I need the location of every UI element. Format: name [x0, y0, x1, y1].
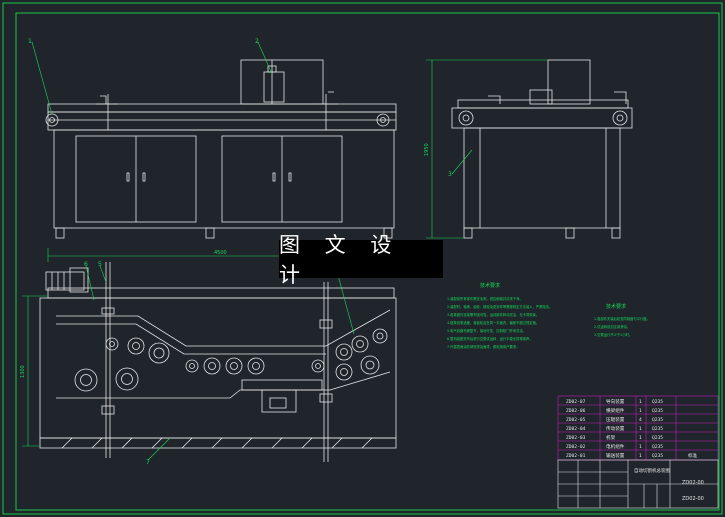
title-block-scale-code: ZD02-00 — [682, 480, 704, 486]
bom-qty-6: 1 — [639, 444, 642, 450]
bom-remark-7: 标准 — [688, 452, 698, 459]
dim-text-depth: 1300 — [20, 365, 26, 378]
inner-frame — [15, 12, 720, 511]
dim-text-width: 4500 — [214, 250, 227, 256]
bom-mat-5: Q235 — [652, 435, 663, 441]
bom-name-7: 输送装置 — [606, 452, 625, 459]
bom-code-6: ZD02-02 — [566, 444, 586, 450]
notes-left-line-6: 6.整机装配完毕后进行空载试运转，运行平稳无异常噪声。 — [447, 336, 533, 341]
bom-name-6: 电机组件 — [606, 443, 625, 450]
callout-5: 5 — [98, 261, 102, 268]
notes-left-line-5: 5.电气线路布置整齐，接地可靠，控制柜门开闭灵活。 — [447, 328, 526, 333]
notes-left-line-7: 7.外露表面涂防锈底漆及面漆，颜色按用户要求。 — [447, 344, 519, 349]
front-right-roller — [376, 113, 390, 127]
notes-right-title: 技术要求 — [606, 303, 626, 310]
bom-qty-1: 1 — [639, 399, 642, 405]
notes-left-line-4: 4.链条张紧适度，各链轮应在同一平面内，偏差不超过规定值。 — [447, 320, 539, 325]
bom-code-5: ZD02-03 — [566, 435, 586, 441]
bom-mat-6: Q235 — [652, 444, 663, 450]
bom-name-1: 导向装置 — [606, 398, 625, 405]
leader-7 — [147, 437, 171, 461]
front-view — [45, 59, 397, 239]
front-leg-left — [55, 227, 65, 239]
leader-2 — [257, 41, 273, 75]
bom-mat-1: Q235 — [652, 399, 663, 405]
side-head-housing — [547, 59, 591, 105]
bom-name-5: 机架 — [606, 434, 616, 441]
title-block-drawing-title: 自动切割机总装图 — [634, 467, 670, 474]
side-roller-left — [458, 110, 474, 126]
bom-name-3: 压辊装置 — [606, 416, 625, 423]
notes-left-line-1: 1.装配前所有零件需去毛刺，锐边倒钝并清洗干净。 — [447, 296, 523, 301]
plan-view — [39, 262, 397, 462]
notes-right-line-2: 2.试运转前加注润滑油。 — [594, 324, 630, 329]
tech-notes: 技术要求 1.装配前所有零件需去毛刺，锐边倒钝并清洗干净。 2.装配时，轴承、齿… — [447, 282, 650, 349]
plan-guide-lower — [56, 371, 391, 399]
bom-qty-7: 1 — [639, 453, 642, 459]
bom-mat-7: Q235 — [652, 453, 663, 459]
bom-qty-5: 1 — [639, 435, 642, 441]
side-cabinet — [463, 127, 621, 229]
front-cabinet — [53, 129, 395, 229]
bom-code-4: ZD02-04 — [566, 426, 586, 432]
leader-3 — [451, 149, 473, 175]
bom-mat-2: Q235 — [652, 408, 663, 414]
bom-qty-4: 1 — [639, 426, 642, 432]
bom-mat-3: Q235 — [652, 417, 663, 423]
bom-code-1: ZD02-07 — [566, 399, 586, 405]
plan-roller — [148, 342, 170, 364]
plan-bottom-rail — [39, 437, 397, 449]
notes-right-line-1: 1.各部件安装后检查同轴度与平行度。 — [594, 316, 650, 321]
title-block — [557, 459, 719, 509]
bom-mat-4: Q235 — [652, 426, 663, 432]
leader-6 — [85, 265, 95, 301]
plan-motor — [45, 271, 85, 291]
side-view — [451, 59, 633, 239]
callout-1: 1 — [28, 38, 32, 45]
notes-left-title: 技术要求 — [480, 282, 500, 289]
bom-qty-3: 4 — [639, 417, 642, 423]
title-block-drawing-no: ZD02-00 — [682, 496, 704, 502]
bom-code-3: ZD02-05 — [566, 417, 586, 423]
notes-right-line-3: 3.空载运行不少于2小时。 — [594, 332, 632, 337]
callout-7: 7 — [146, 459, 150, 466]
bom-name-4: 传动装置 — [606, 425, 625, 432]
bom-code-2: ZD02-06 — [566, 408, 586, 414]
bom-name-2: 横梁组件 — [606, 407, 625, 414]
leader-1 — [31, 41, 53, 115]
callout-6: 6 — [84, 261, 88, 268]
watermark-stamp: 图 文 设 计 — [279, 233, 443, 287]
notes-left-line-3: 3.各紧固件连接需牢固可靠，运动部件转动灵活，无卡滞现象。 — [447, 312, 539, 317]
callout-2: 2 — [255, 38, 259, 45]
front-leg-right — [383, 227, 393, 239]
bom-rows: ZD02-07 导向装置 1 Q235 ZD02-06 横梁组件 1 Q235 … — [566, 398, 698, 459]
callout-3: 3 — [448, 171, 452, 178]
notes-left-line-2: 2.装配时，轴承、齿轮、链轮及密封件等需按规定方法装入，严禁敲击。 — [447, 304, 552, 309]
leader-5 — [99, 265, 107, 283]
bom-code-7: ZD02-01 — [566, 453, 586, 459]
leader-4 — [335, 267, 355, 335]
bom-qty-2: 1 — [639, 408, 642, 414]
plan-guide-upper — [56, 309, 391, 347]
dim-text-height: 1950 — [424, 143, 430, 156]
